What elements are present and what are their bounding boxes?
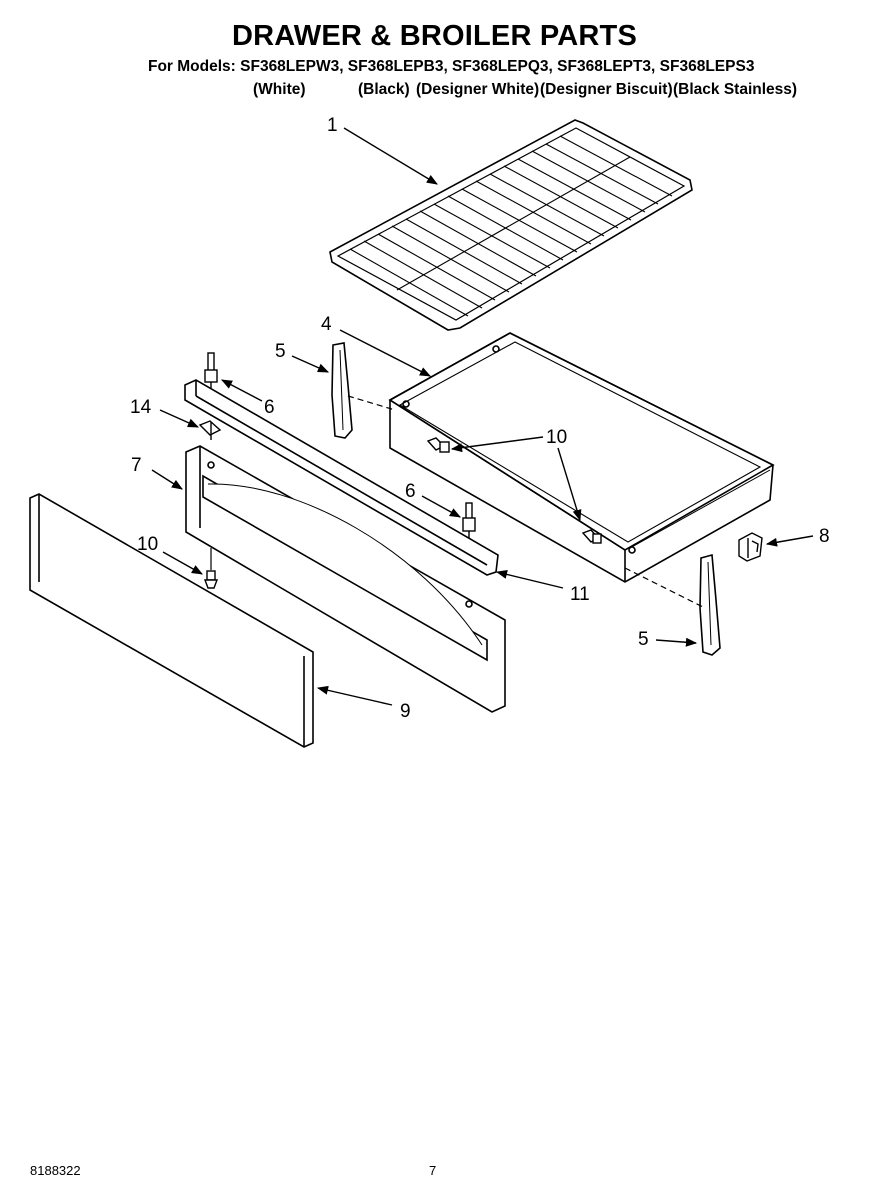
leader-line-14 (159, 409, 200, 428)
leader-line-4 (339, 329, 431, 377)
drawer-body (388, 332, 775, 583)
leader-line-5-right (655, 637, 698, 647)
stud-left (204, 352, 218, 396)
callout-6-left: 6 (264, 397, 275, 418)
inner-panel (185, 445, 506, 713)
rack-grid (349, 135, 673, 317)
leader-line-9 (316, 685, 393, 706)
leader-line-6-right (421, 495, 461, 518)
leader-line-8 (765, 535, 814, 547)
models-line: For Models: SF368LEPW3, SF368LEPB3, SF36… (148, 58, 755, 75)
callout-5-left: 5 (275, 341, 286, 362)
callout-11: 11 (570, 584, 590, 605)
leader-line-6-left (221, 379, 263, 402)
leader-line-10-a (450, 436, 544, 453)
screw-drawer-left (426, 437, 450, 453)
callout-5-right: 5 (638, 629, 649, 650)
callout-1: 1 (327, 115, 338, 136)
broiler-rack (329, 119, 693, 331)
screw-drawer-right (581, 529, 602, 544)
alignment-line-left (347, 395, 396, 411)
color-label-designer-biscuit: (Designer Biscuit) (540, 81, 673, 98)
color-label-designer-white: (Designer White) (416, 81, 540, 98)
callout-10-panel: 10 (137, 534, 158, 555)
leader-line-10-panel (162, 551, 203, 575)
stud-right (462, 502, 476, 546)
callout-9: 9 (400, 701, 411, 722)
color-label-black-stainless: (Black Stainless) (673, 81, 798, 98)
color-label-black: (Black) (358, 81, 410, 98)
page-title: DRAWER & BROILER PARTS (231, 20, 638, 52)
callout-14: 14 (130, 397, 152, 418)
leader-line-1 (343, 127, 438, 185)
clip (738, 532, 763, 562)
leader-line-11 (495, 570, 564, 589)
drawer-front (29, 493, 314, 748)
callout-7: 7 (131, 455, 142, 476)
drawer-slide-left (331, 342, 353, 439)
callout-4: 4 (321, 314, 332, 335)
callout-10-drawer: 10 (546, 427, 567, 448)
leader-line-7 (151, 469, 183, 490)
document-number: 8188322 (30, 1163, 81, 1178)
alignment-line-right (624, 567, 706, 609)
leader-line-10-b (557, 447, 582, 522)
callout-8: 8 (819, 526, 830, 547)
screw-panel (203, 570, 219, 589)
bracket (198, 420, 222, 440)
leader-line-5-left (291, 355, 330, 373)
drawer-slide-right (699, 553, 721, 656)
color-label-white: (White) (253, 81, 306, 98)
page-number: 7 (429, 1163, 437, 1178)
callout-6-right: 6 (405, 481, 416, 502)
